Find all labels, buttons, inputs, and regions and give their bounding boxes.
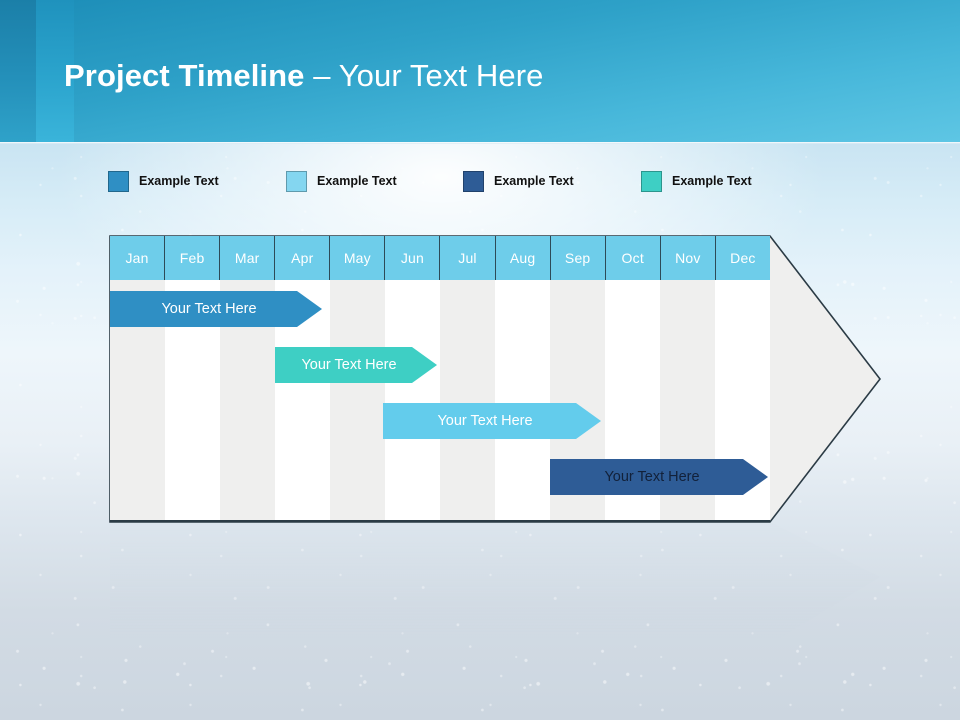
legend-swatch-icon [463, 170, 484, 192]
legend-item-label: Example Text [672, 174, 752, 188]
gantt-task-bar[interactable]: Your Text Here [110, 291, 322, 327]
month-header-cell: Oct [605, 236, 661, 280]
header-accent-band-second [36, 0, 74, 142]
gantt-grid-column [495, 280, 550, 522]
page-title-rest: – Your Text Here [304, 58, 544, 93]
chart-bottom-outline [110, 520, 770, 522]
legend-item-label: Example Text [494, 174, 574, 188]
month-header-cell: Jul [440, 236, 496, 280]
month-header-cell: Sep [550, 236, 606, 280]
gantt-grid-column [440, 280, 495, 522]
slide-header: Project Timeline – Your Text Here [0, 0, 960, 142]
gantt-task-bar[interactable]: Your Text Here [383, 403, 601, 439]
month-header-cell: Dec [715, 236, 770, 280]
header-gradient-panel [74, 0, 960, 142]
page-title: Project Timeline – Your Text Here [64, 60, 543, 91]
month-header-cell: Mar [220, 236, 276, 280]
header-accent-band-left [0, 0, 36, 142]
month-header-cell: Feb [165, 236, 221, 280]
gantt-task-label: Your Text Here [301, 357, 397, 373]
month-header-cell: Aug [495, 236, 551, 280]
legend-item[interactable]: Example Text [286, 169, 397, 193]
gantt-task-label: Your Text Here [604, 469, 700, 485]
header-divider [0, 142, 960, 144]
legend: Example Text Example Text Example Text E… [108, 169, 808, 193]
month-header-cell: Apr [275, 236, 331, 280]
gantt-task-label: Your Text Here [161, 301, 257, 317]
legend-swatch-icon [641, 170, 662, 192]
gantt-task-bar[interactable]: Your Text Here [550, 459, 768, 495]
legend-item-label: Example Text [139, 174, 219, 188]
month-header-cell: Jan [110, 236, 166, 280]
legend-item[interactable]: Example Text [463, 169, 574, 193]
month-header-cell: Jun [385, 236, 441, 280]
legend-item[interactable]: Example Text [108, 169, 219, 193]
gantt-grid-column [385, 280, 440, 522]
legend-swatch-icon [286, 170, 307, 192]
legend-item[interactable]: Example Text [641, 169, 752, 193]
legend-swatch-icon [108, 170, 129, 192]
gantt-task-bar[interactable]: Your Text Here [275, 347, 437, 383]
month-header-cell: Nov [660, 236, 716, 280]
gantt-grid-column [330, 280, 385, 522]
gantt-task-label: Your Text Here [437, 413, 533, 429]
page-title-bold: Project Timeline [64, 58, 305, 93]
legend-item-label: Example Text [317, 174, 397, 188]
month-header-cell: May [330, 236, 386, 280]
